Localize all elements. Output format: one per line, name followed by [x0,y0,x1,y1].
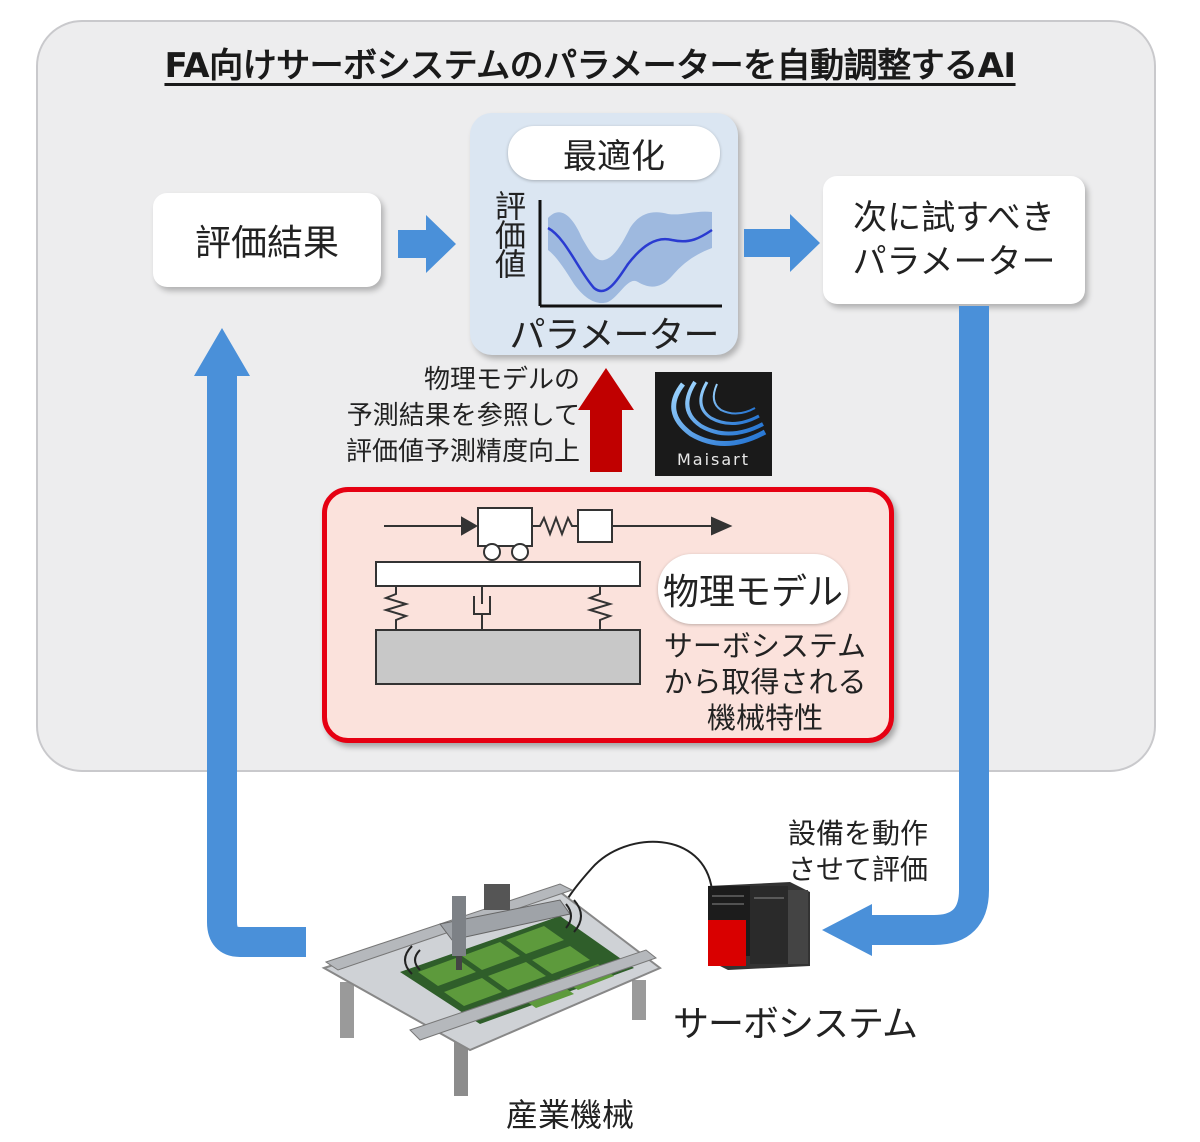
physical-model-title: 物理モデル [658,554,848,624]
optimization-title-text: 最適化 [563,136,665,177]
diagram-title: FA向けサーボシステムのパラメーターを自動調整するAI [164,46,1016,86]
arrow-next-to-servo-head [822,904,872,956]
servo-system-label: サーボシステム [673,1004,918,1045]
support-spring-left [382,586,410,630]
operate-evaluate-line2: させて評価 [787,853,928,886]
maisart-logo [655,372,772,476]
prediction-curve [547,226,713,293]
optimization-y-label: 評価値 [489,190,525,277]
optimization-title: 最適化 [508,126,720,180]
optimization-x-label: パラメーター [509,315,720,356]
industrial-machine-icon [321,883,662,1096]
next-params-line2: パラメーター [852,242,1056,282]
physics-note-line1: 物理モデルの [423,365,580,395]
physics-note: 物理モデルの 予測結果を参照して 評価値予測精度向上 [300,362,580,470]
flow-arrows [398,214,820,273]
physical-model-desc-line1: サーボシステム [663,629,867,663]
physical-model-title-text: 物理モデル [662,572,843,613]
servo-cable [559,840,713,913]
industrial-machine-label: 産業機械 [505,1096,634,1134]
cart-wheel-left [483,543,501,561]
input-force-arrowhead [461,516,479,536]
arrow-eval-to-opt [398,215,456,273]
operate-evaluate-label: 設備を動作 させて評価 [778,816,938,888]
physical-model-desc-line3: 機械特性 [706,701,823,735]
physics-note-line2: 予測結果を参照して [346,401,580,431]
arrow-machine-to-eval-head [194,328,250,376]
red-up-arrow [578,368,634,472]
arrow-opt-to-next [744,214,820,272]
physics-note-line3: 評価値予測精度向上 [345,437,580,467]
base-ground [375,629,641,685]
support-spring-right [586,586,614,630]
next-params-box: 次に試すべき パラメーター [823,176,1085,304]
table-beam [375,561,641,587]
optimization-chart [538,200,722,308]
physical-model-desc: サーボシステム から取得される 機械特性 [650,628,880,736]
mechanical-schematic [375,507,733,685]
cart-mass [477,507,533,547]
arrow-machine-to-eval [207,372,306,957]
operate-evaluate-line1: 設備を動作 [787,817,928,850]
damper-icon [473,586,491,630]
output-arrowhead [711,516,733,536]
servo-amplifier-icon [708,882,810,970]
arrow-next-to-servo [872,306,989,945]
cart-wheel-right [511,543,529,561]
maisart-swoosh-icon [671,380,767,446]
load-mass [577,509,613,543]
spring-horizontal [532,515,578,537]
next-params-line1: 次に試すべき [853,198,1055,238]
eval-result-box: 評価結果 [153,193,381,287]
eval-result-label: 評価結果 [194,223,339,264]
physical-model-desc-line2: から取得される [663,665,867,699]
maisart-logo-text: Maisart [676,450,751,469]
